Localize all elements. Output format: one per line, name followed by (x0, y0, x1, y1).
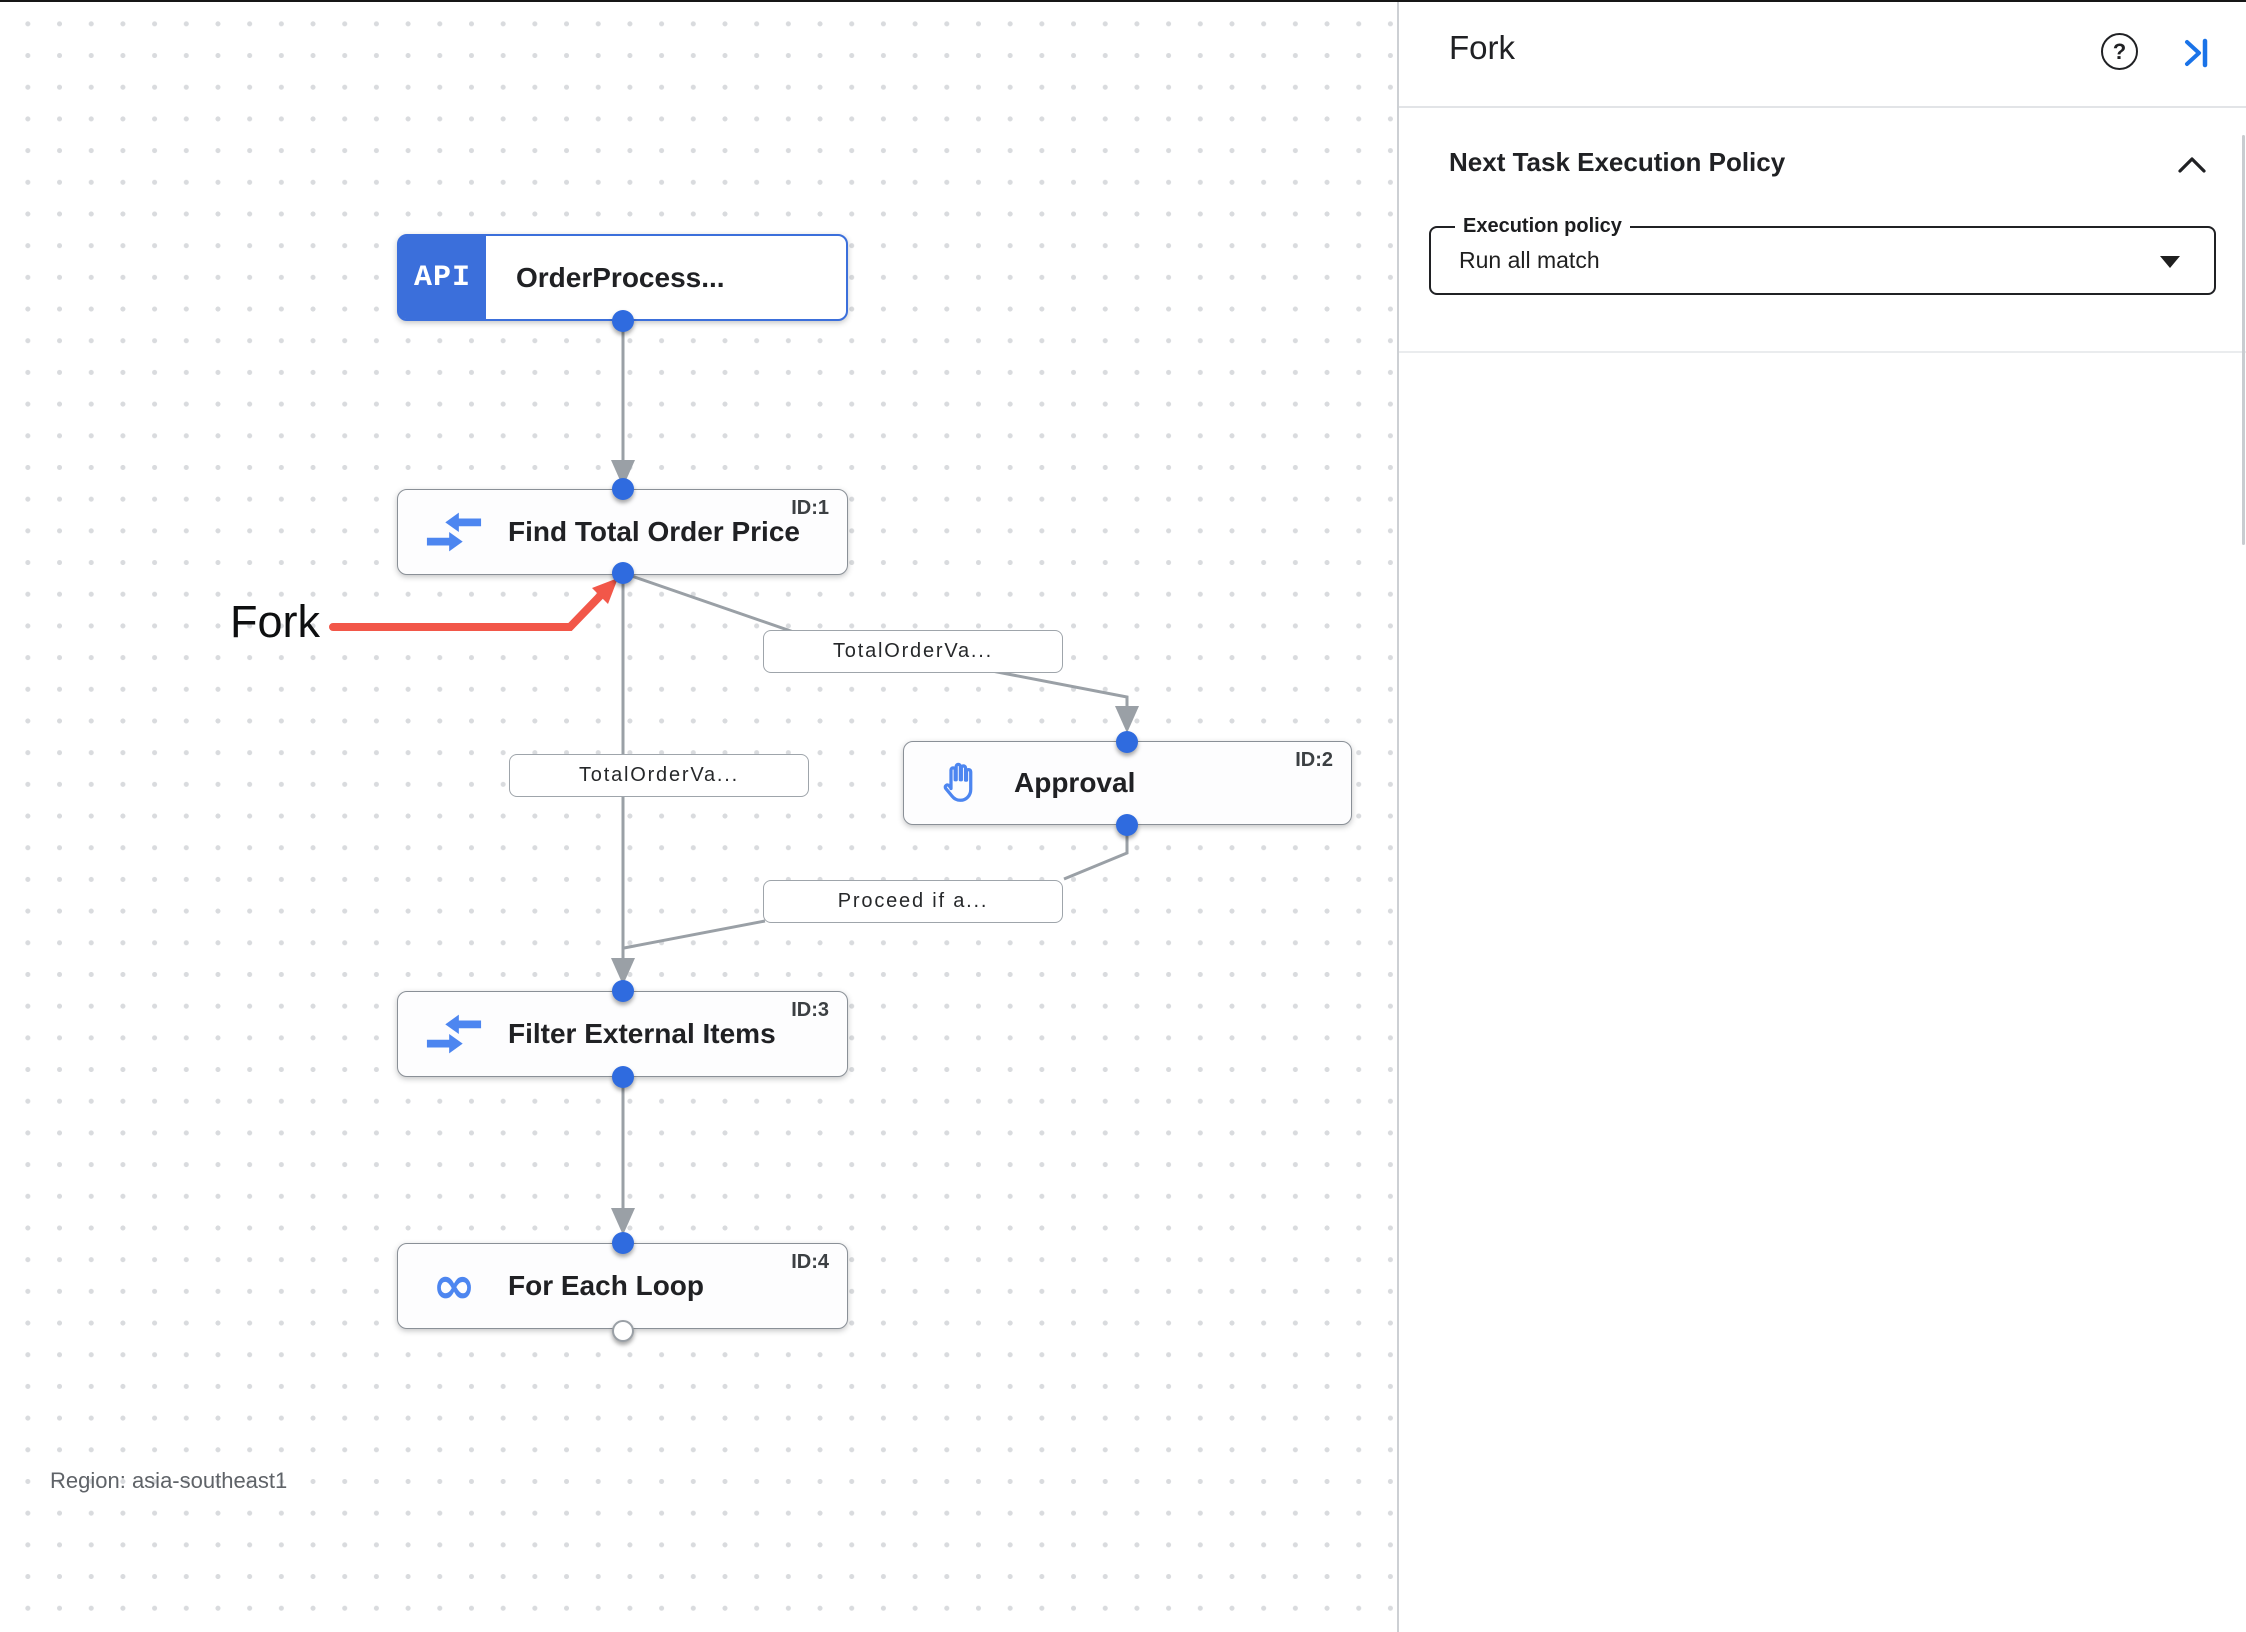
node-api-trigger[interactable]: API OrderProcess... (397, 234, 848, 321)
connection-point[interactable] (612, 310, 634, 332)
config-panel: Fork ? Next Task Execution Policy Execut… (1397, 0, 2246, 1632)
task-id-badge: ID:1 (791, 497, 829, 519)
panel-header-divider (1399, 106, 2246, 108)
section-title: Next Task Execution Policy (1449, 147, 1786, 177)
node-title: OrderProcess... (516, 261, 725, 293)
connection-point-fork[interactable] (612, 562, 634, 584)
infinity-icon: ∞ (432, 1256, 476, 1316)
connection-point[interactable] (1116, 814, 1138, 836)
node-title: Approval (1014, 767, 1136, 798)
edge-condition-label[interactable]: Proceed if a... (763, 880, 1063, 923)
edge-condition-label[interactable]: TotalOrderVa... (763, 630, 1063, 673)
edge-condition-label[interactable]: TotalOrderVa... (509, 754, 809, 797)
flow-edges (329, 321, 1139, 1235)
hand-icon (930, 760, 990, 806)
node-title: Find Total Order Price (508, 516, 800, 547)
connection-point[interactable] (1116, 731, 1138, 753)
execution-policy-value: Run all match (1459, 247, 1600, 273)
expand-less-icon[interactable] (2177, 155, 2207, 180)
fork-annotation-label: Fork (230, 596, 320, 647)
node-title: For Each Loop (508, 1270, 704, 1301)
node-approval[interactable]: Approval ID:2 (903, 741, 1352, 825)
section-divider (1399, 351, 2246, 353)
help-icon[interactable]: ? (2101, 33, 2138, 70)
connection-point[interactable] (612, 1232, 634, 1254)
data-mapping-icon (424, 509, 484, 555)
task-id-badge: ID:4 (791, 1251, 829, 1273)
node-title: Filter External Items (508, 1018, 776, 1049)
data-mapping-icon (424, 1011, 484, 1057)
collapse-panel-icon[interactable] (2179, 36, 2213, 75)
region-label: Region: asia-southeast1 (50, 1468, 288, 1493)
fork-annotation-arrow (329, 592, 604, 631)
node-find-total-order-price[interactable]: Find Total Order Price ID:1 (397, 489, 848, 575)
task-id-badge: ID:2 (1295, 749, 1333, 771)
panel-scrollbar[interactable] (2242, 135, 2245, 545)
panel-title: Fork (1449, 29, 1515, 66)
execution-policy-select[interactable]: Execution policy Run all match (1429, 215, 2216, 295)
window-top-border (0, 0, 2246, 2)
task-id-badge: ID:3 (791, 999, 829, 1021)
workflow-canvas[interactable]: API OrderProcess... Find Total Order Pri… (0, 0, 1397, 1632)
execution-policy-label: Execution policy (1455, 215, 1630, 238)
node-filter-external-items[interactable]: Filter External Items ID:3 (397, 991, 848, 1077)
dropdown-arrow-icon[interactable] (2160, 256, 2180, 268)
api-badge: API (399, 236, 486, 319)
connection-point[interactable] (612, 478, 634, 500)
help-glyph: ? (2112, 38, 2127, 64)
connection-point-empty[interactable] (612, 1320, 634, 1342)
node-for-each-loop[interactable]: ∞ For Each Loop ID:4 (397, 1243, 848, 1329)
connection-point[interactable] (612, 1066, 634, 1088)
connection-point[interactable] (612, 980, 634, 1002)
